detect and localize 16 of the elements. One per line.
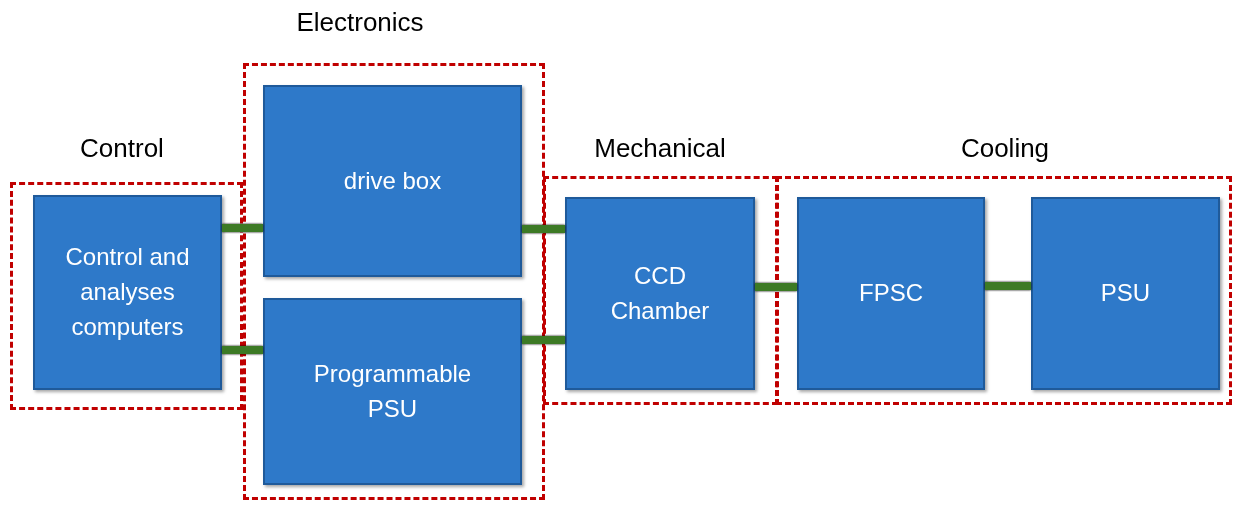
component-box: drive box [263,85,522,277]
component-box: CCD Chamber [565,197,755,390]
component-box: Programmable PSU [263,298,522,485]
connector-bar [522,336,565,344]
group-heading: Cooling [960,132,1050,164]
connector-bar [985,282,1031,290]
component-box: PSU [1031,197,1220,390]
group-heading: Mechanical [594,132,726,164]
component-box: Control and analyses computers [33,195,222,390]
connector-bar [222,224,263,232]
component-box: FPSC [797,197,985,390]
group-heading: Control [80,132,164,164]
connector-bar [755,283,797,291]
group-heading: Electronics [296,6,424,38]
connector-bar [222,346,263,354]
connector-bar [522,225,565,233]
